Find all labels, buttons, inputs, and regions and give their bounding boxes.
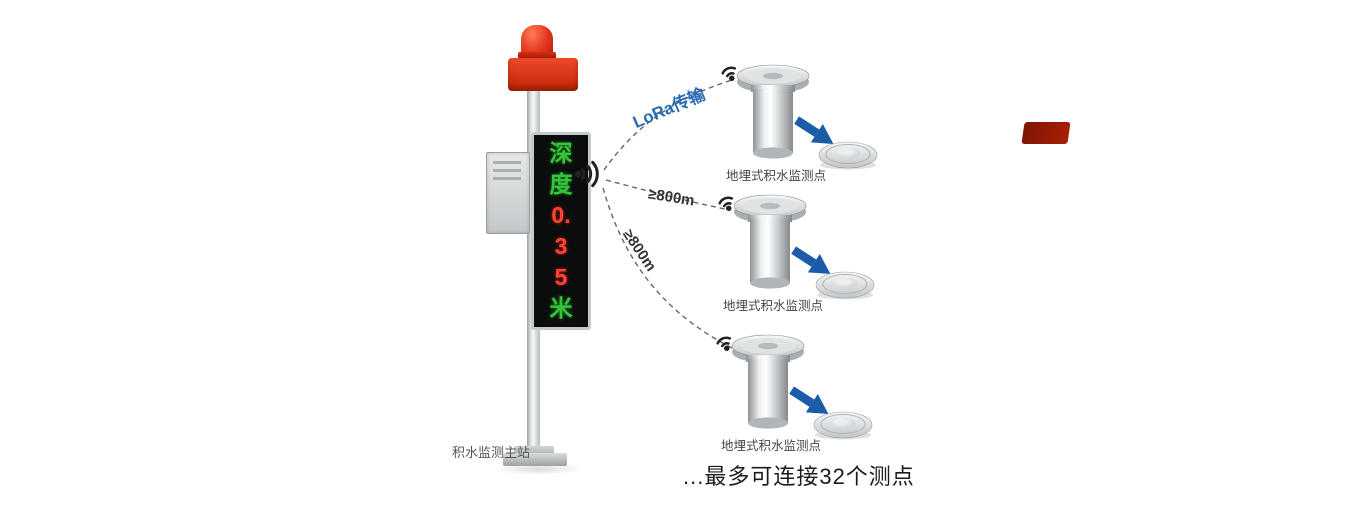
wifi-signal-icon: [716, 336, 732, 352]
wifi-signal-icon: [718, 196, 734, 212]
led-char: 3: [554, 233, 568, 259]
monitor-point-1: 地埋式积水监测点: [705, 55, 955, 205]
led-display: 深 度 0. 3 5 米: [531, 132, 591, 330]
disc-sensor-icon: [813, 411, 873, 440]
disc-sensor-icon: [815, 271, 875, 300]
buried-sensor-label: 地埋式积水监测点: [725, 169, 826, 183]
main-station-label: 积水监测主站: [452, 445, 531, 460]
monitor-point-2: 地埋式积水监测点: [702, 185, 952, 335]
buried-sensor-label: 地埋式积水监测点: [722, 299, 823, 313]
led-char: 5: [554, 264, 568, 290]
led-char: 度: [549, 171, 573, 197]
pole-base-top: [514, 446, 554, 455]
wifi-signal-icon: [721, 66, 737, 82]
blue-arrow-icon: [794, 116, 834, 144]
monitor-point-3: 地埋式积水监测点: [700, 325, 950, 475]
blue-arrow-icon: [791, 246, 831, 274]
pole-base: [503, 453, 567, 466]
buried-sensor-cylinder-icon: [731, 334, 805, 429]
led-char: 深: [549, 140, 573, 166]
wifi-signal-icon: [574, 160, 599, 188]
buried-sensor-cylinder-icon: [733, 194, 807, 289]
alarm-beacon-cap: [518, 52, 556, 60]
buried-sensor-label: 地埋式积水监测点: [720, 439, 821, 453]
alarm-horn-icon: [508, 58, 1071, 144]
base-shadow: [492, 463, 584, 475]
control-box: [486, 152, 530, 234]
max-points-note: ...最多可连接32个测点: [683, 464, 915, 489]
disc-sensor-icon: [818, 141, 878, 170]
blue-arrow-icon: [789, 386, 829, 414]
alarm-horn-opening: [1021, 122, 1071, 144]
buried-sensor-cylinder-icon: [736, 64, 810, 159]
led-char: 米: [549, 295, 573, 321]
led-char: 0.: [551, 202, 571, 228]
